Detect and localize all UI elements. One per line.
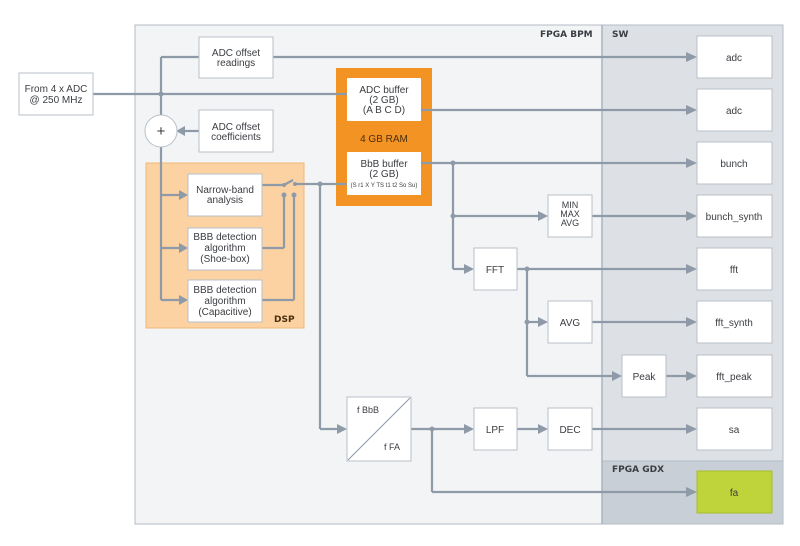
svg-text:fft: fft	[730, 265, 738, 276]
svg-text:bunch_synth: bunch_synth	[706, 212, 763, 223]
svg-text:AVG: AVG	[560, 318, 581, 329]
narrow-band-analysis-box: Narrow-band analysis	[187, 173, 263, 217]
svg-text:Narrow-band: Narrow-band	[196, 185, 254, 196]
svg-text:coefficients: coefficients	[211, 132, 261, 143]
svg-text:algorithm: algorithm	[204, 243, 245, 254]
adc-offset-coefficients-box: ADC offset coefficients	[198, 109, 274, 153]
svg-text:f BbB: f BbB	[357, 405, 379, 415]
svg-text:LPF: LPF	[486, 425, 504, 436]
sw-label: SW	[612, 30, 628, 40]
svg-text:algorithm: algorithm	[204, 296, 245, 307]
peak-box: Peak	[621, 354, 667, 398]
fpga-gdx-label: FPGA GDX	[612, 465, 664, 475]
bbb-capacitive-box: BBB detection algorithm (Capacitive)	[187, 279, 263, 323]
svg-text:bunch: bunch	[720, 159, 747, 170]
svg-text:(S r1 X Y TS t1 t2 So Su): (S r1 X Y TS t1 t2 So Su)	[351, 183, 418, 189]
svg-text:MAX: MAX	[560, 209, 580, 219]
svg-text:(Capacitive): (Capacitive)	[198, 307, 251, 318]
adder-node: +	[144, 114, 178, 148]
avg-box: AVG	[547, 300, 593, 344]
svg-text:sa: sa	[729, 425, 740, 436]
output-fft-synth: fft_synth	[696, 300, 773, 344]
svg-text:AVG: AVG	[561, 218, 579, 228]
svg-text:FFT: FFT	[486, 265, 504, 276]
bbb-shoebox-box: BBB detection algorithm (Shoe-box)	[187, 227, 263, 271]
svg-text:+: +	[157, 123, 166, 140]
output-bunch: bunch	[696, 141, 773, 185]
svg-text:ADC buffer: ADC buffer	[359, 85, 409, 96]
svg-text:analysis: analysis	[207, 195, 243, 206]
svg-text:f FA: f FA	[384, 442, 400, 452]
bbb-buffer-box: BbB buffer (2 GB) (S r1 X Y TS t1 t2 So …	[347, 152, 421, 195]
svg-text:fft_synth: fft_synth	[715, 318, 753, 329]
svg-text:ADC offset: ADC offset	[212, 122, 260, 133]
adc-buffer-box: ADC buffer (2 GB) (A B C D)	[347, 78, 421, 121]
svg-text:MIN: MIN	[562, 200, 579, 210]
svg-text:fft_peak: fft_peak	[716, 372, 752, 383]
svg-text:fa: fa	[730, 488, 739, 499]
ram-label: 4 GB RAM	[360, 134, 408, 145]
output-bunch-synth: bunch_synth	[696, 194, 773, 238]
dec-box: DEC	[547, 407, 593, 451]
svg-text:BBB detection: BBB detection	[193, 232, 256, 243]
output-fft-peak: fft_peak	[696, 354, 773, 398]
svg-text:adc: adc	[726, 106, 742, 117]
svg-text:BbB buffer: BbB buffer	[360, 159, 408, 170]
svg-text:(2 GB): (2 GB)	[369, 169, 398, 180]
svg-text:Peak: Peak	[633, 372, 657, 383]
output-fa: fa	[696, 470, 773, 514]
frequency-converter-box: f BbB f FA	[346, 396, 412, 462]
svg-text:readings: readings	[217, 58, 255, 69]
svg-text:adc: adc	[726, 53, 742, 64]
svg-text:BBB detection: BBB detection	[193, 285, 256, 296]
svg-text:(Shoe-box): (Shoe-box)	[200, 254, 249, 265]
dsp-label: DSP	[274, 315, 295, 325]
svg-text:(2 GB): (2 GB)	[369, 95, 398, 106]
svg-text:From 4 x ADC: From 4 x ADC	[25, 84, 88, 95]
adc-offset-readings-box: ADC offset readings	[198, 36, 274, 79]
output-adc-readings: adc	[696, 35, 773, 79]
svg-text:ADC offset: ADC offset	[212, 48, 260, 59]
fpga-bpm-label: FPGA BPM	[540, 30, 593, 40]
svg-text:(A B C D): (A B C D)	[363, 105, 405, 116]
fft-box: FFT	[473, 247, 518, 291]
input-source-box: From 4 x ADC @ 250 MHz	[18, 72, 94, 116]
output-fft: fft	[696, 247, 773, 291]
output-adc-buffer: adc	[696, 88, 773, 132]
lpf-box: LPF	[473, 407, 518, 451]
svg-text:DEC: DEC	[559, 425, 580, 436]
min-max-avg-box: MIN MAX AVG	[547, 194, 593, 238]
svg-text:@ 250 MHz: @ 250 MHz	[30, 95, 83, 106]
output-sa: sa	[696, 407, 773, 451]
